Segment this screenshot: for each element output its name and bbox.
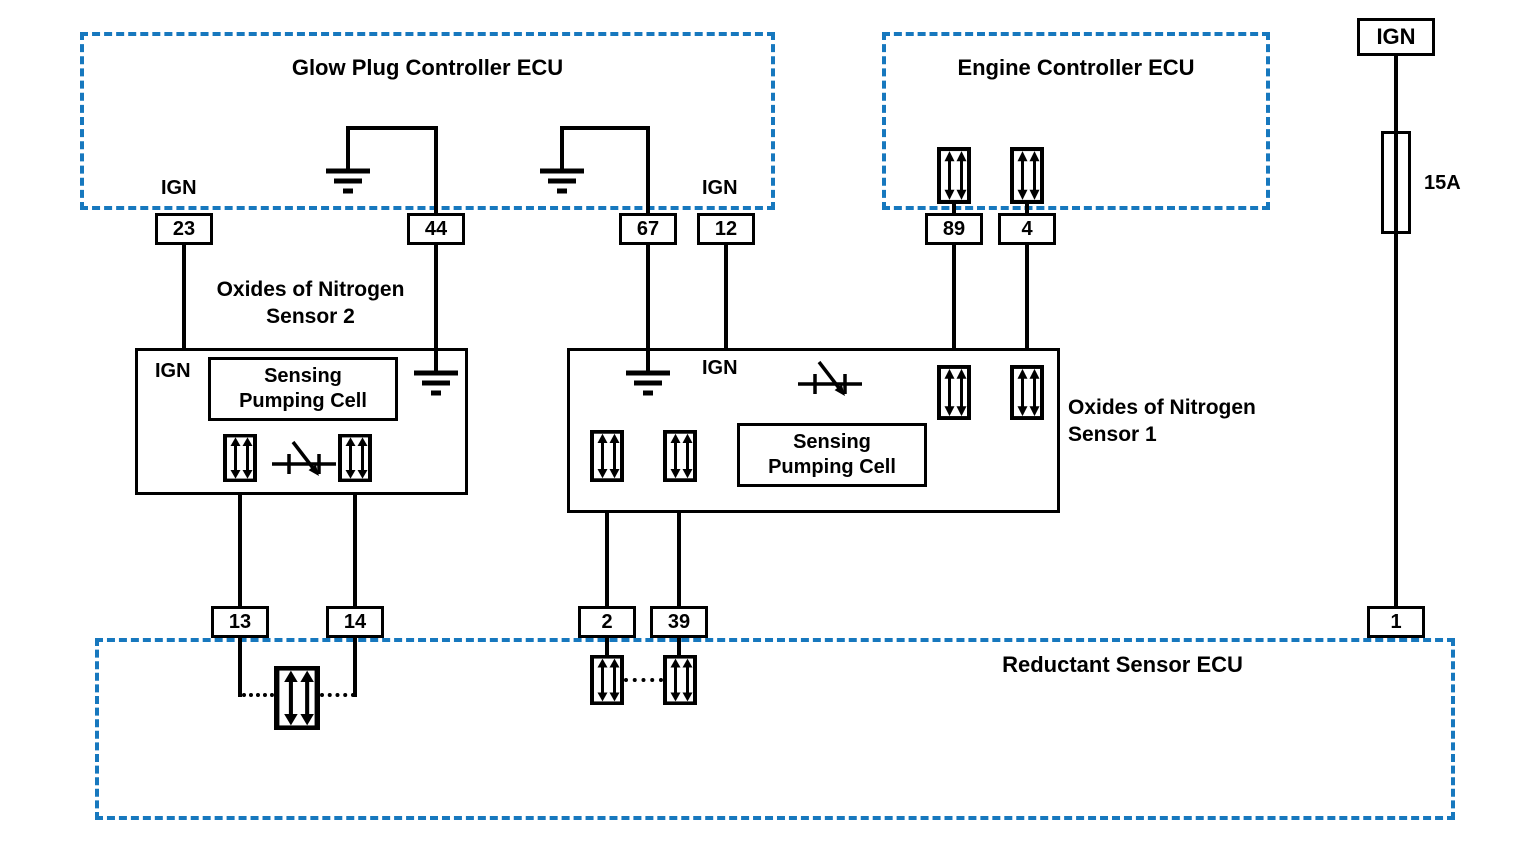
reductant-ecu-title: Reductant Sensor ECU [1002, 652, 1243, 677]
sensor-element-icon [272, 438, 336, 482]
wire-sensor2-to-pin13 [238, 481, 242, 606]
wire-pin67-to-sensor1-ground [646, 245, 650, 373]
wire-pin2-down [605, 638, 609, 657]
connector-arrows-icon [663, 430, 697, 482]
sensor2-name: Oxides of Nitrogen Sensor 2 [168, 276, 453, 330]
wire-pin89-to-sensor1 [952, 245, 956, 367]
connector-arrows-icon [663, 655, 697, 705]
glow-plug-ecu-box [80, 32, 775, 210]
connector-arrows-icon [274, 666, 320, 730]
pin-44: 44 [407, 213, 465, 245]
dotted-wire-connector-pair [624, 678, 663, 682]
wire-pin4-to-sensor1 [1025, 245, 1029, 367]
sensor1-sensing-pumping-cell-box: Sensing Pumping Cell [737, 423, 927, 487]
ground-icon [414, 370, 458, 396]
pin-1: 1 [1367, 606, 1425, 638]
ground-icon [626, 370, 670, 396]
connector-arrows-icon [338, 434, 372, 482]
sensor2-sensing-pumping-cell-box: Sensing Pumping Cell [208, 357, 398, 421]
pin-4: 4 [998, 213, 1056, 245]
sensor2-cell-line2: Pumping Cell [239, 390, 367, 412]
wire-ground2-stem [560, 126, 564, 170]
wire-ground2-across [560, 126, 650, 130]
pin-14: 14 [326, 606, 384, 638]
reductant-ecu-box [95, 638, 1455, 820]
sensor1-name-line2: Sensor 1 [1068, 423, 1157, 446]
connector-arrows-icon [1010, 147, 1044, 204]
fuse-icon [1381, 131, 1411, 234]
pin-39: 39 [650, 606, 708, 638]
sensor2-ign-label: IGN [155, 360, 191, 382]
wire-pin13-down [238, 638, 242, 697]
wire-pin14-down [353, 638, 357, 697]
pin-23: 23 [155, 213, 213, 245]
glow-plug-ecu-title: Glow Plug Controller ECU [291, 55, 564, 80]
wire-ground1-across [346, 126, 438, 130]
wire-ground1-to-pin44 [434, 126, 438, 215]
ground-icon [326, 168, 370, 194]
wire-conn-to-pin89 [952, 202, 956, 215]
sensor1-cell-line1: Sensing [793, 431, 871, 453]
wire-ground2-to-pin67 [646, 126, 650, 215]
wire-sensor1-to-pin2 [605, 481, 609, 606]
sensor1-ign-label: IGN [702, 357, 738, 379]
pin-2: 2 [578, 606, 636, 638]
wire-pin12-to-sensor1 [724, 245, 728, 348]
dotted-wire-pin14-connector [320, 693, 355, 697]
connector-arrows-icon [590, 430, 624, 482]
pin-12: 12 [697, 213, 755, 245]
sensor1-name: Oxides of Nitrogen Sensor 1 [1068, 394, 1256, 448]
dotted-wire-pin13-connector [242, 693, 274, 697]
ign-label-pin23: IGN [161, 177, 197, 199]
wire-pin23-to-sensor2 [182, 245, 186, 348]
wire-sensor2-ground-stem [434, 348, 438, 372]
pin-13: 13 [211, 606, 269, 638]
wire-sensor1-to-pin39 [677, 481, 681, 606]
wire-pin39-down [677, 638, 681, 657]
sensor2-cell-line1: Sensing [264, 365, 342, 387]
wire-ground1-stem [346, 126, 350, 170]
sensor2-name-line2: Sensor 2 [266, 305, 355, 328]
connector-arrows-icon [1010, 365, 1044, 420]
pin-67: 67 [619, 213, 677, 245]
engine-ecu-title: Engine Controller ECU [957, 55, 1195, 80]
sensor-element-icon [798, 358, 862, 402]
fuse-rating-label: 15A [1424, 172, 1461, 194]
connector-arrows-icon [223, 434, 257, 482]
wire-conn-to-pin4 [1025, 202, 1029, 215]
wire-ign-to-pin1 [1394, 56, 1398, 606]
connector-arrows-icon [590, 655, 624, 705]
ign-label-pin12: IGN [702, 177, 738, 199]
wire-sensor2-to-pin14 [353, 481, 357, 606]
wire-sensor1-ground-stem [646, 348, 650, 372]
engine-ecu-box [882, 32, 1270, 210]
connector-arrows-icon [937, 147, 971, 204]
pin-89: 89 [925, 213, 983, 245]
wire-pin44-to-sensor2-ground [434, 245, 438, 373]
connector-arrows-icon [937, 365, 971, 420]
ign-source-box: IGN [1357, 18, 1435, 56]
ground-icon [540, 168, 584, 194]
sensor1-cell-line2: Pumping Cell [768, 456, 896, 478]
sensor2-name-line1: Oxides of Nitrogen [216, 278, 405, 301]
sensor1-name-line1: Oxides of Nitrogen [1068, 396, 1256, 419]
